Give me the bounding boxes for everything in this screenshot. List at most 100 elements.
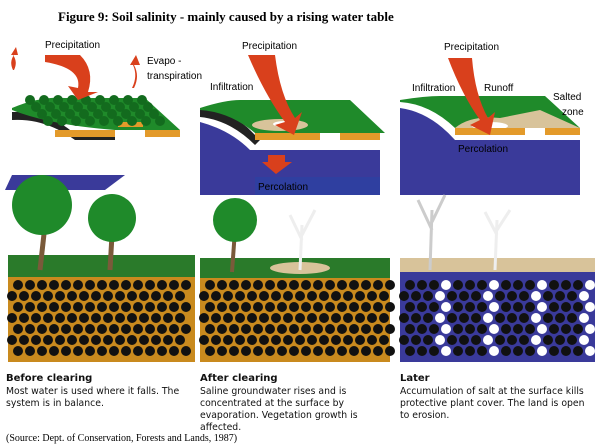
soil-particle xyxy=(91,313,101,323)
tree xyxy=(99,116,109,126)
soil-layer xyxy=(340,133,380,140)
soil-particle xyxy=(85,324,95,334)
soil-particle xyxy=(465,346,475,356)
soil-particle xyxy=(133,324,143,334)
soil-particle xyxy=(483,291,493,301)
soil-particle xyxy=(405,346,415,356)
soil-particle xyxy=(349,302,359,312)
soil-particle xyxy=(175,291,185,301)
soil-particle xyxy=(465,324,475,334)
caption-text: Most water is used where it falls. The s… xyxy=(6,386,180,409)
soil-particle xyxy=(447,291,457,301)
soil-particle xyxy=(343,335,353,345)
soil-particle xyxy=(175,335,185,345)
tree xyxy=(155,116,165,126)
soil-particles xyxy=(399,280,595,356)
label-salted: Salted xyxy=(553,92,581,103)
tree xyxy=(37,109,47,119)
soil-particle xyxy=(373,280,383,290)
soil-particle xyxy=(507,313,517,323)
soil-particle xyxy=(253,324,263,334)
soil-particle xyxy=(385,302,395,312)
soil-particle xyxy=(313,324,323,334)
soil-particle xyxy=(337,324,347,334)
soil-particle xyxy=(307,291,317,301)
groundwater-block xyxy=(400,108,580,195)
soil-particle xyxy=(181,346,191,356)
soil-particle xyxy=(567,313,577,323)
soil-particle xyxy=(79,291,89,301)
soil-particle xyxy=(477,302,487,312)
soil-particle xyxy=(103,335,113,345)
soil-particle xyxy=(37,346,47,356)
soil-particle xyxy=(259,335,269,345)
soil-particle xyxy=(133,346,143,356)
soil-particle xyxy=(337,346,347,356)
soil-particle xyxy=(423,335,433,345)
soil-particle xyxy=(349,280,359,290)
soil-particle xyxy=(531,291,541,301)
soil-particle xyxy=(349,346,359,356)
soil-particle xyxy=(471,335,481,345)
soil-particle xyxy=(325,346,335,356)
soil-particle xyxy=(61,324,71,334)
soil-particle xyxy=(441,346,451,356)
soil-particle xyxy=(271,335,281,345)
soil-particle xyxy=(585,302,595,312)
label-percolation: Percolation xyxy=(458,144,508,155)
soil-particle xyxy=(477,280,487,290)
soil-particle xyxy=(385,346,395,356)
soil-particle xyxy=(121,302,131,312)
tree xyxy=(59,102,69,112)
soil-particle xyxy=(49,280,59,290)
soil-particle xyxy=(379,313,389,323)
soil-particle xyxy=(229,346,239,356)
soil-particle xyxy=(235,313,245,323)
soil-particle xyxy=(217,302,227,312)
soil-particle xyxy=(495,313,505,323)
soil-particle xyxy=(7,335,17,345)
soil-particle xyxy=(103,291,113,301)
evaporation-arrow xyxy=(11,47,18,70)
soil-particle xyxy=(319,335,329,345)
soil-particle xyxy=(157,346,167,356)
label-precipitation: Precipitation xyxy=(45,40,100,51)
soil-particle xyxy=(73,346,83,356)
soil-particle xyxy=(453,346,463,356)
soil-particle xyxy=(169,302,179,312)
soil-particle xyxy=(379,291,389,301)
soil-particle xyxy=(49,346,59,356)
soil-particle xyxy=(205,302,215,312)
soil-particle xyxy=(325,302,335,312)
soil-particle xyxy=(405,324,415,334)
tree xyxy=(87,102,97,112)
soil-particle xyxy=(343,291,353,301)
soil-particle xyxy=(313,346,323,356)
tree xyxy=(137,95,147,105)
soil-particle xyxy=(265,280,275,290)
dead-tree xyxy=(483,209,512,271)
tree xyxy=(39,95,49,105)
soil-particle xyxy=(573,346,583,356)
soil-particle xyxy=(223,313,233,323)
soil-particle xyxy=(73,302,83,312)
soil-layer xyxy=(55,130,115,137)
panel-before-bottom xyxy=(7,175,195,362)
soil-particle xyxy=(235,335,245,345)
panel-before-top: Precipitation Evapo - transpiration xyxy=(5,40,202,190)
soil-particle xyxy=(573,324,583,334)
tree xyxy=(135,109,145,119)
soil-particle xyxy=(513,302,523,312)
soil-particle xyxy=(79,313,89,323)
precipitation-arrow xyxy=(248,55,302,135)
soil-particle xyxy=(417,324,427,334)
soil-particle xyxy=(259,291,269,301)
soil-particle xyxy=(525,346,535,356)
soil-particle xyxy=(519,313,529,323)
soil-particle xyxy=(97,302,107,312)
soil-particle xyxy=(121,324,131,334)
tree xyxy=(107,109,117,119)
soil-particle xyxy=(265,302,275,312)
soil-particle xyxy=(301,346,311,356)
soil-particle xyxy=(25,280,35,290)
